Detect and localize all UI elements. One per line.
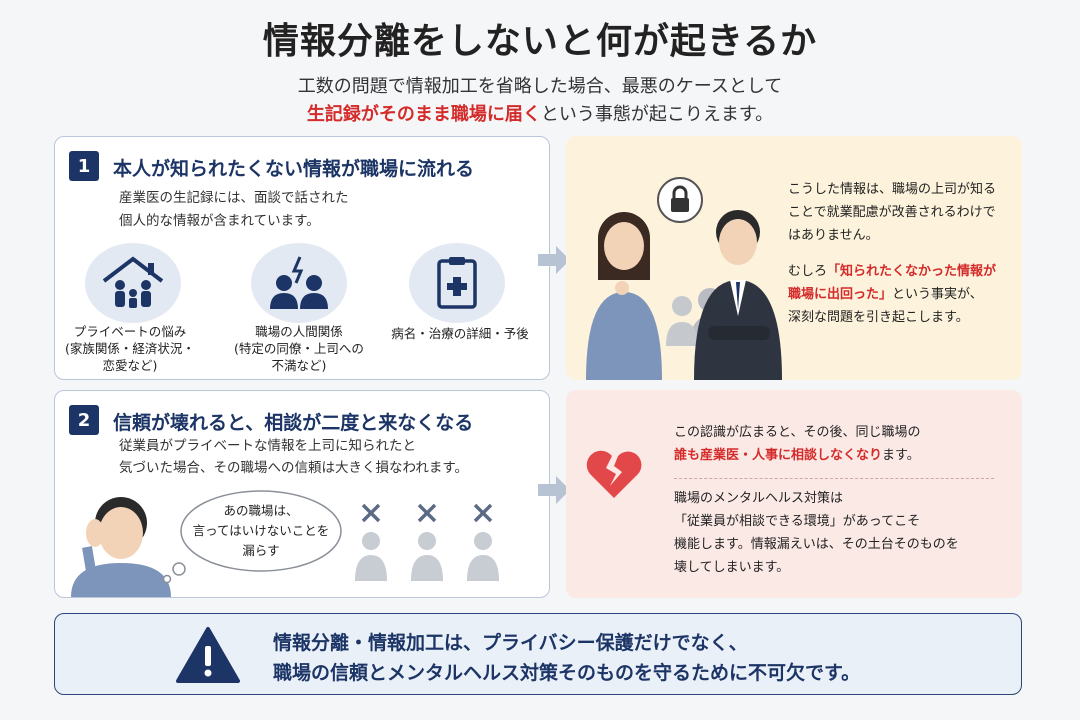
medical-clipboard-icon: [409, 243, 505, 323]
section1-consequence-panel: こうした情報は、職場の上司が知る ことで就業配慮が改善されるわけで はありません…: [566, 136, 1022, 380]
arrow-right-icon: [538, 476, 570, 504]
item-relations-label: 職場の人間関係(特定の同僚・上司への不満など): [234, 324, 364, 373]
s1-right-text-5: 職場に出回った」という事実が、: [788, 287, 983, 302]
item-private-label: プライベートの悩み(家族関係・経済状況・恋愛など): [65, 324, 195, 373]
s2-right-text-1: この認識が広まると、その後、同じ職場の: [674, 425, 921, 440]
s2-right-text-6: 壊してしまいます。: [674, 560, 790, 575]
section2-consequence-panel: この認識が広まると、その後、同じ職場の 誰も産業医・人事に相談しなくなります。 …: [566, 390, 1022, 598]
s2-right-text-2: 誰も産業医・人事に相談しなくなります。: [674, 448, 920, 463]
s1-right-text-1: こうした情報は、職場の上司が知る: [788, 182, 997, 197]
family-house-icon: [85, 243, 181, 323]
s2-right-text-5: 機能します。情報漏えいは、その土台そのものを: [674, 537, 959, 552]
section2-text-1: 従業員がプライベートな情報を上司に知られたと: [119, 438, 416, 454]
arrow-right-icon: [538, 246, 570, 274]
conclusion-banner: 情報分離・情報加工は、プライバシー保護だけでなく、 職場の信頼とメンタルヘルス対…: [54, 613, 1022, 695]
conflict-people-icon: [251, 243, 347, 323]
section2-text-2: 気づいた場合、その職場への信頼は大きく損なわれます。: [119, 460, 468, 476]
worried-person-illustration: [71, 497, 171, 597]
s1-right-text-3: はありません。: [788, 228, 879, 243]
thought-bubble: [162, 490, 342, 583]
warning-icon: [176, 627, 240, 683]
bubble-text: あの職場は、言ってはいけないことを漏らす: [192, 503, 330, 558]
subtitle-line-1: 工数の問題で情報加工を省略した場合、最悪のケースとして: [297, 76, 783, 97]
s1-right-text-4: むしろ「知られたくなかった情報が: [788, 264, 997, 279]
s1-right-text-6: 深刻な問題を引き起こします。: [788, 310, 969, 325]
s2-right-text-4: 「従業員が相談できる環境」があってこそ: [674, 514, 921, 529]
subtitle-rest: という事態が起こりえます。: [540, 104, 774, 125]
section1-panel: 1 本人が知られたくない情報が職場に流れる 産業医の生記録には、面談で話された …: [54, 136, 550, 380]
section1-text-2: 個人的な情報が含まれています。: [119, 213, 320, 229]
section2-number: 2: [69, 405, 99, 435]
section2-title: 信頼が壊れると、相談が二度と来なくなる: [113, 412, 474, 434]
section1-text-1: 産業医の生記録には、面談で話された: [119, 190, 349, 206]
section1-title: 本人が知られたくない情報が職場に流れる: [113, 158, 475, 180]
conclusion-line-1: 情報分離・情報加工は、プライバシー保護だけでなく、: [273, 632, 748, 654]
broken-heart-icon: [586, 450, 642, 498]
divider: [674, 478, 994, 479]
s1-right-text-2: ことで就業配慮が改善されるわけで: [788, 205, 996, 220]
section2-panel: 2 信頼が壊れると、相談が二度と来なくなる 従業員がプライベートな情報を上司に知…: [54, 390, 550, 598]
people-illustration: [586, 177, 782, 380]
conclusion-line-2: 職場の信頼とメンタルヘルス対策そのものを守るために不可欠です。: [273, 662, 861, 684]
subtitle-highlight: 生記録がそのまま職場に届く: [306, 104, 541, 125]
page-title: 情報分離をしないと何が起きるか: [262, 21, 818, 62]
item-medical-label: 病名・治療の詳細・予後: [391, 326, 529, 341]
section1-number: 1: [69, 151, 99, 181]
s2-right-text-3: 職場のメンタルヘルス対策は: [674, 491, 844, 506]
no-consultation-people-icon: [355, 503, 499, 581]
subtitle-line-2: 生記録がそのまま職場に届くという事態が起こりえます。: [0, 100, 1080, 126]
